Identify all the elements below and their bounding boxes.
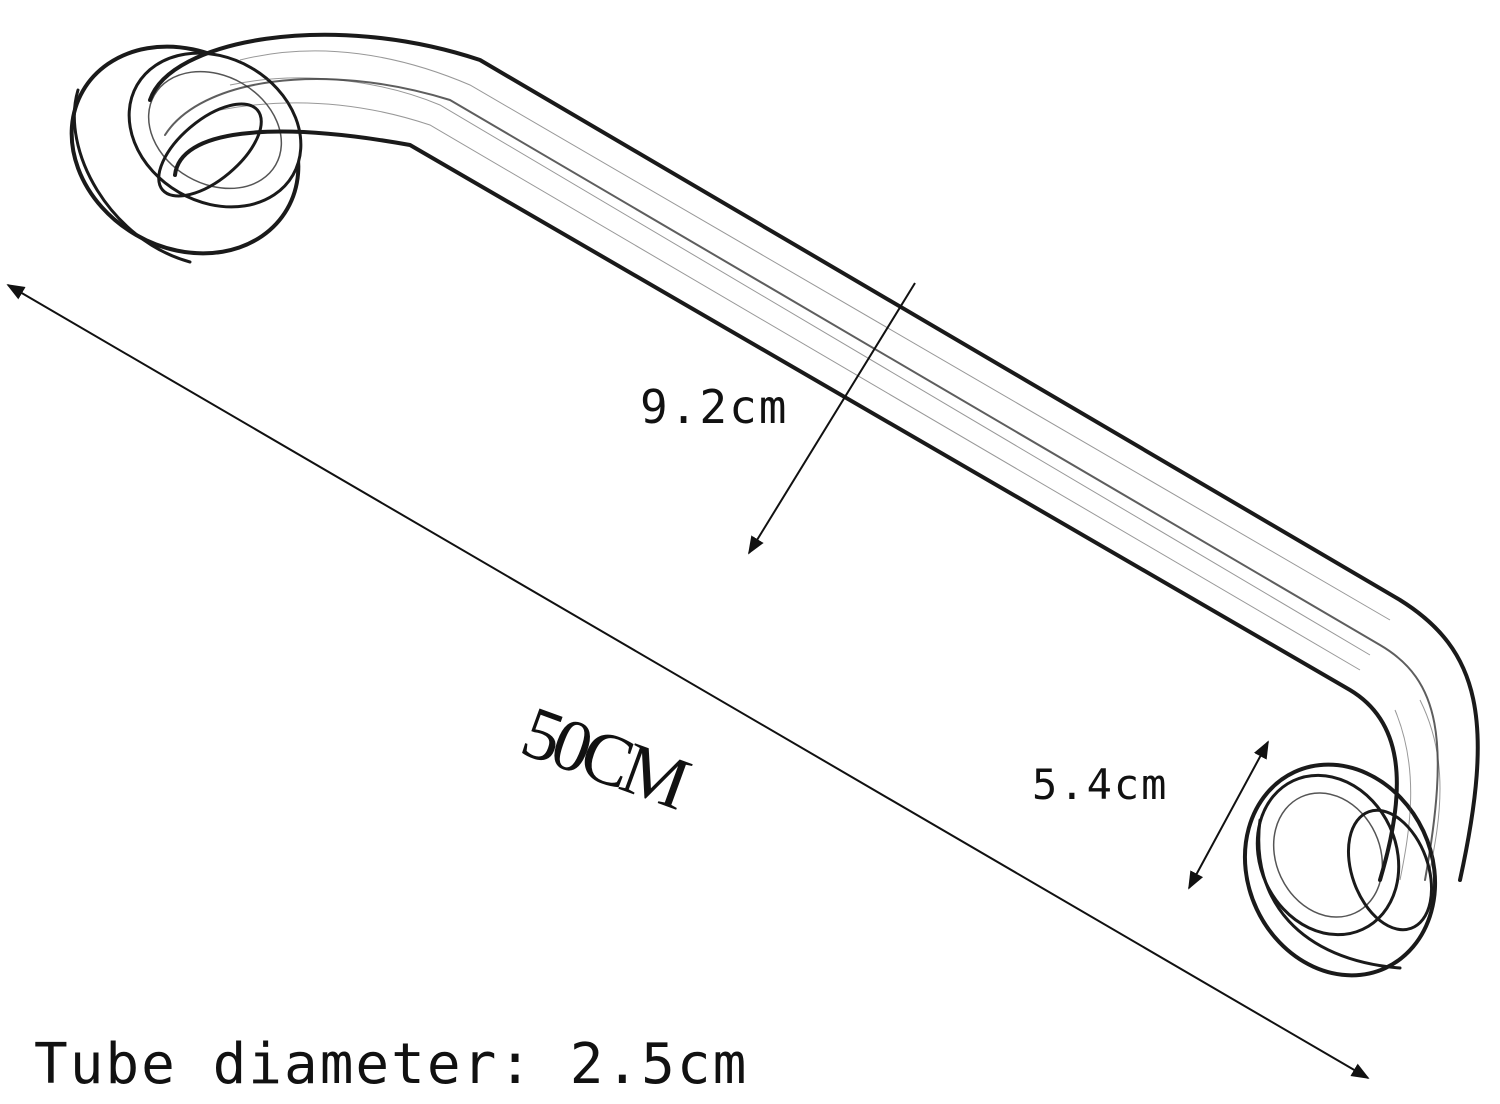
height-dimension-label: 9.2cm [640,380,789,434]
grab-bar-tube [148,32,1480,932]
dimension-lines [6,282,1370,1079]
left-flange [69,44,303,264]
flange-dimension-label: 5.4cm [1032,760,1169,809]
tube-diameter-label: Tube diameter: 2.5cm [34,1032,749,1097]
length-arrow [6,284,1370,1079]
height-arrow [748,282,916,555]
flange-arrow [1188,740,1269,890]
